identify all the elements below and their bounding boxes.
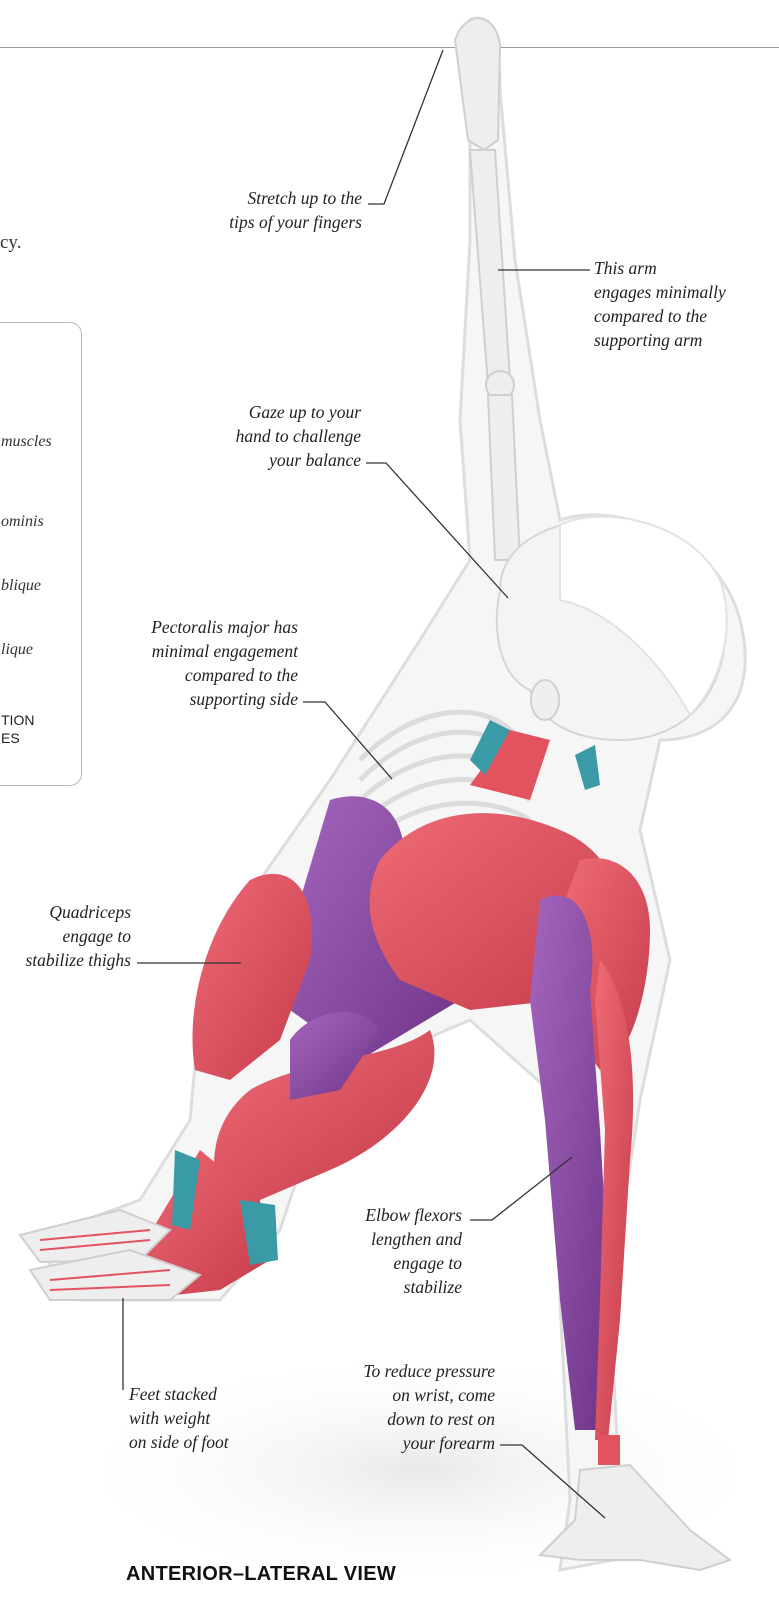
label-pectoralis-line-1: Pectoralis major has — [151, 615, 298, 639]
label-pectoralis: Pectoralis major has minimal engagement … — [151, 615, 298, 711]
label-arm-line-3: compared to the — [594, 304, 726, 328]
label-arm-line-2: engages minimally — [594, 280, 726, 304]
label-elbow: Elbow flexors lengthen and engage to sta… — [365, 1203, 462, 1299]
label-wrist-line-3: down to rest on — [363, 1407, 495, 1431]
label-feet-line-1: Feet stacked — [129, 1382, 229, 1406]
label-elbow-line-1: Elbow flexors — [365, 1203, 462, 1227]
label-pectoralis-line-2: minimal engagement — [151, 639, 298, 663]
label-fingers-line-1: Stretch up to the — [229, 186, 362, 210]
head — [497, 517, 727, 740]
label-pectoralis-line-4: supporting side — [151, 687, 298, 711]
label-fingers-line-2: tips of your fingers — [229, 210, 362, 234]
label-feet-line-2: with weight — [129, 1406, 229, 1430]
label-wrist-line-1: To reduce pressure — [363, 1359, 495, 1383]
label-feet: Feet stacked with weight on side of foot — [129, 1382, 229, 1454]
label-gaze-line-1: Gaze up to your — [236, 400, 361, 424]
label-elbow-line-2: lengthen and — [365, 1227, 462, 1251]
label-arm-line-4: supporting arm — [594, 328, 726, 352]
label-gaze: Gaze up to your hand to challenge your b… — [236, 400, 361, 472]
label-arm: This arm engages minimally compared to t… — [594, 256, 726, 352]
label-elbow-line-3: engage to — [365, 1251, 462, 1275]
label-wrist: To reduce pressure on wrist, come down t… — [363, 1359, 495, 1455]
label-quadriceps-line-3: stabilize thighs — [26, 948, 132, 972]
label-wrist-line-2: on wrist, come — [363, 1383, 495, 1407]
wrist-band — [598, 1435, 620, 1465]
label-feet-line-3: on side of foot — [129, 1430, 229, 1454]
body-outline — [30, 18, 745, 1570]
label-gaze-line-2: hand to challenge — [236, 424, 361, 448]
label-elbow-line-4: stabilize — [365, 1275, 462, 1299]
label-gaze-line-3: your balance — [236, 448, 361, 472]
label-fingers: Stretch up to the tips of your fingers — [229, 186, 362, 234]
view-title: ANTERIOR–LATERAL VIEW — [126, 1563, 396, 1586]
label-quadriceps: Quadriceps engage to stabilize thighs — [26, 900, 132, 972]
label-arm-line-1: This arm — [594, 256, 726, 280]
label-quadriceps-line-2: engage to — [26, 924, 132, 948]
label-quadriceps-line-1: Quadriceps — [26, 900, 132, 924]
label-pectoralis-line-3: compared to the — [151, 663, 298, 687]
label-wrist-line-4: your forearm — [363, 1431, 495, 1455]
